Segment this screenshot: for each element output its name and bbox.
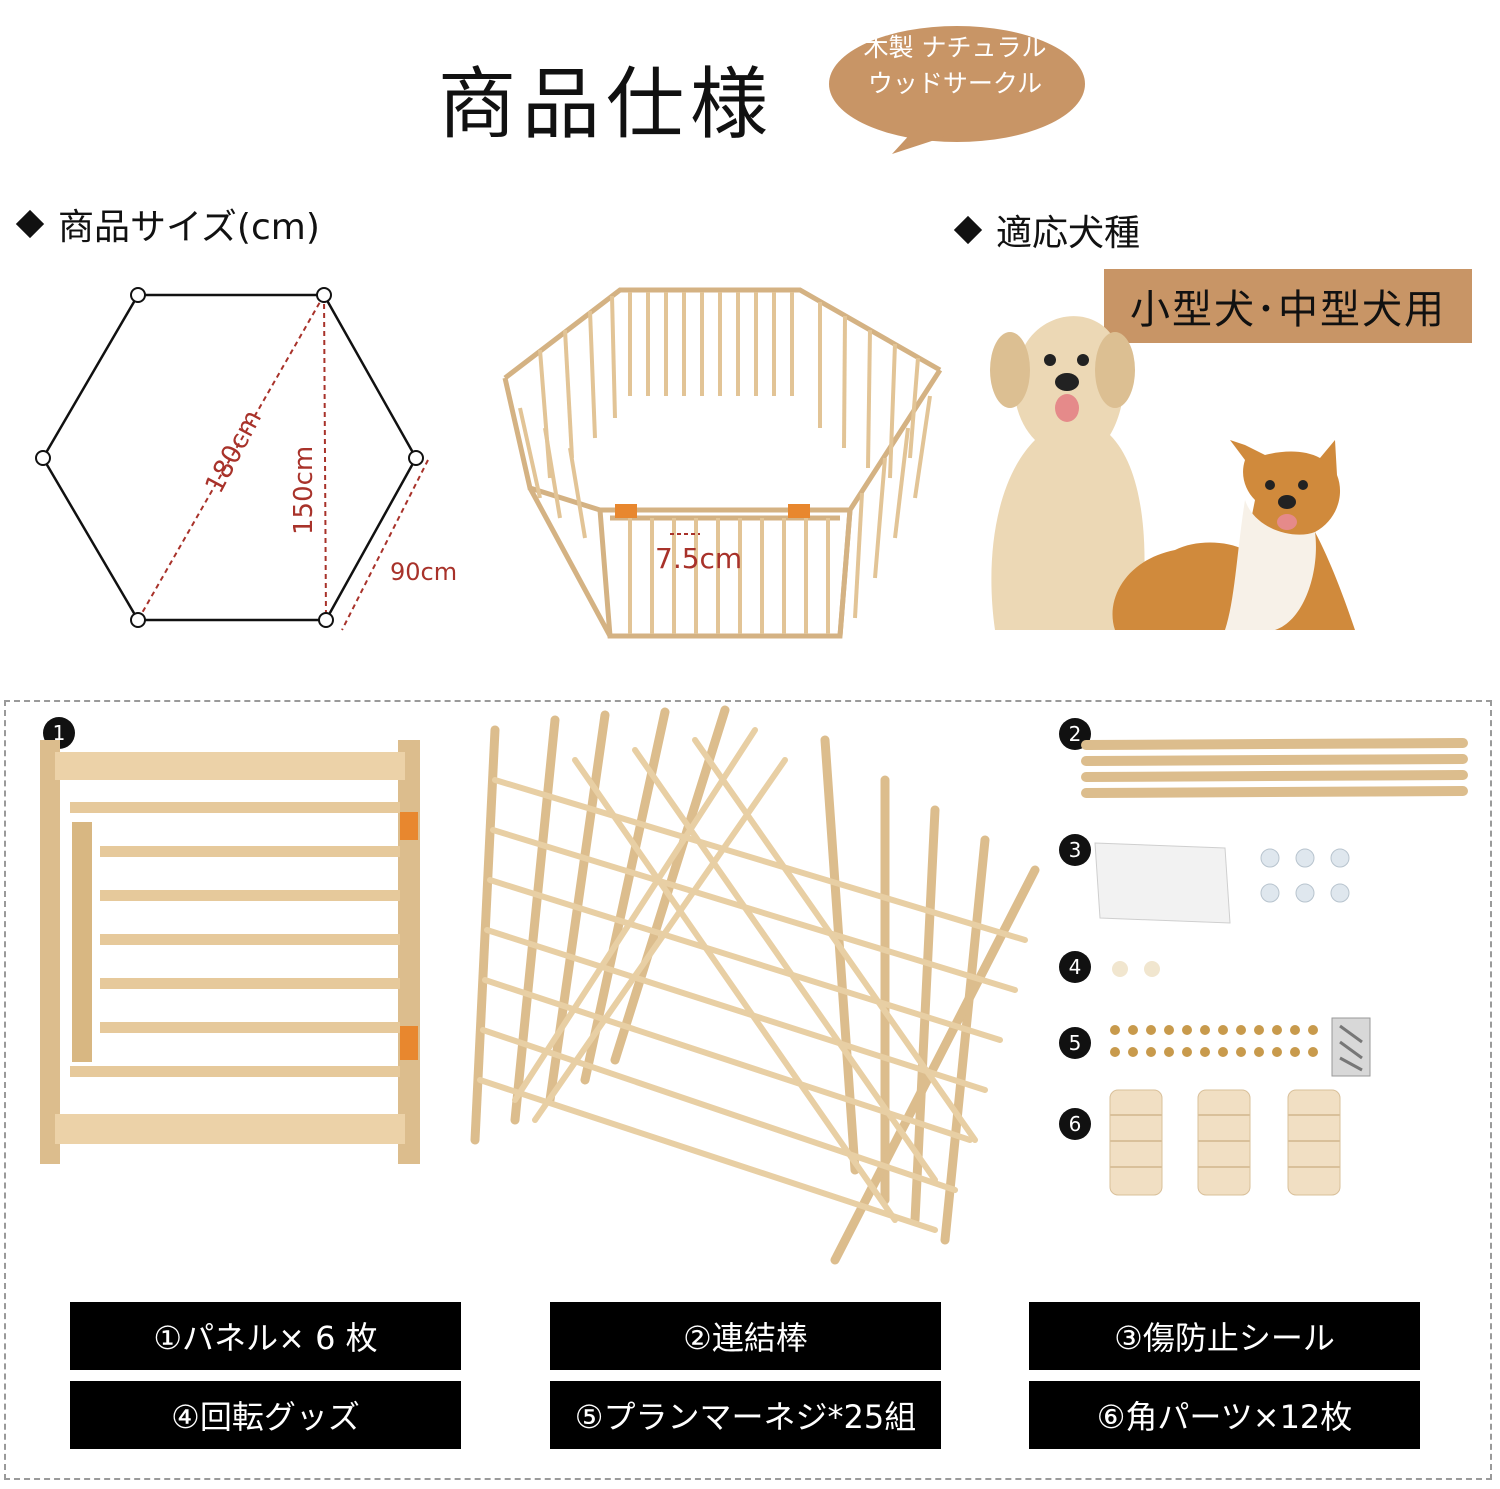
bubble-line-1: 木製 ナチュラル	[863, 33, 1047, 62]
stacked-panels-image	[470, 705, 1040, 1265]
bubble-line-2: ウッドサークル	[867, 69, 1043, 98]
breed-heading: 適応犬種	[953, 204, 1141, 256]
rotating-parts-image	[1112, 961, 1160, 977]
part-number-badge: 2	[1059, 718, 1091, 750]
protective-seals-image	[1094, 842, 1350, 924]
speech-bubble-text: 木製 ナチュラル ウッドサークル	[845, 30, 1065, 102]
diagonal-label: 180cm	[200, 405, 268, 498]
connecting-rods-image	[1081, 738, 1468, 798]
part-label-rotating: ④回転グッズ	[70, 1381, 461, 1449]
speech-bubble	[829, 26, 1085, 154]
part-label-corners: ⑥角パーツ×12枚	[1029, 1381, 1420, 1449]
height-label: 150cm	[289, 446, 319, 535]
part-label-rods: ②連結棒	[550, 1302, 941, 1370]
page-title: 商品仕様	[438, 60, 775, 150]
diamond-icon	[953, 215, 983, 245]
corner-parts-image	[1109, 1089, 1341, 1196]
screws-image	[1110, 1017, 1371, 1077]
part-label-panels: ①パネル× 6 枚	[70, 1302, 461, 1370]
part-label-seals: ③傷防止シール	[1029, 1302, 1420, 1370]
part-number-badge: 5	[1059, 1027, 1091, 1059]
size-heading-text: 商品サイズ(cm)	[58, 207, 320, 248]
side-label: 90cm	[390, 558, 457, 586]
breed-heading-text: 適応犬種	[996, 213, 1141, 254]
playpen-illustration: 7.5cm	[502, 287, 943, 639]
size-heading: 商品サイズ(cm)	[15, 198, 320, 250]
dogs-photo	[990, 316, 1355, 630]
panel-image	[40, 740, 420, 1164]
parts-contents-box	[4, 700, 1492, 1480]
part-label-screws: ⑤プランマーネジ*25組	[550, 1381, 941, 1449]
part-number-badge: 3	[1059, 834, 1091, 866]
part-number-badge: 6	[1059, 1108, 1091, 1140]
gap-label: 7.5cm	[655, 542, 742, 575]
breed-tag: 小型犬･中型犬用	[1104, 269, 1472, 343]
part-number-badge: 4	[1059, 951, 1091, 983]
hexagon-dimension-diagram: 180cm 150cm 90cm	[35, 287, 457, 631]
diamond-icon	[15, 209, 45, 239]
